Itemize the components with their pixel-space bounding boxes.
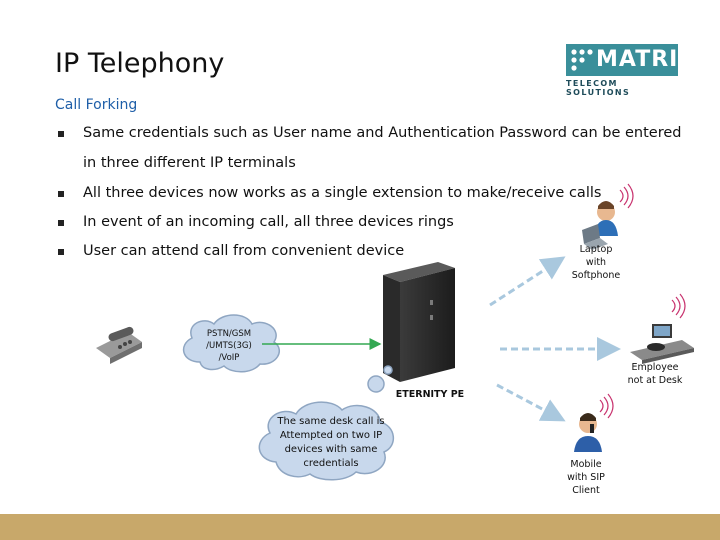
bullet-marker: [58, 191, 64, 197]
laptop-label: Laptop with Softphone: [566, 243, 626, 282]
laptop-label-line: Laptop: [579, 244, 613, 255]
bullet-4: User can attend call from convenient dev…: [83, 243, 405, 259]
bullet-1-line-2: in three different IP terminals: [83, 155, 296, 171]
mobile-label-line: with SIP: [567, 472, 605, 483]
footer-bar: [0, 514, 720, 540]
employee-desk-icon: [630, 324, 694, 364]
bullet-2: All three devices now works as a single …: [83, 185, 602, 201]
bullet-marker: [58, 220, 64, 226]
note-label-line: credentials: [303, 458, 359, 469]
arrow-to-mobile: [496, 383, 566, 422]
logo-tagline: TELECOM SOLUTIONS: [566, 79, 631, 97]
employee-label-line: Employee: [631, 362, 679, 373]
bullet-1-line-1: Same credentials such as User name and A…: [83, 125, 682, 141]
note-label-line: The same desk call is: [277, 416, 385, 427]
matrix-logo: MATRIX TELECOM SOLUTIONS: [566, 44, 695, 97]
laptop-user-icon: [582, 201, 618, 250]
mobile-label: Mobile with SIP Client: [556, 458, 616, 497]
note-cloud-label: The same desk call is Attempted on two I…: [276, 415, 386, 471]
bullet-marker: [58, 131, 64, 137]
arrow-to-laptop: [489, 256, 566, 307]
eternity-server: [383, 262, 455, 382]
note-label-line: Attempted on two IP: [279, 430, 383, 441]
network-label-line: /UMTS(3G): [206, 341, 252, 351]
logo-dots-icon: [571, 49, 593, 71]
note-cloud: [258, 365, 394, 481]
page-subtitle: Call Forking: [55, 97, 138, 113]
network-cloud-label: PSTN/GSM /UMTS(3G) /VoIP: [196, 328, 262, 364]
mobile-label-line: Client: [572, 485, 600, 496]
mobile-label-line: Mobile: [570, 459, 602, 470]
page-title: IP Telephony: [55, 48, 225, 79]
bullet-marker: [58, 249, 64, 255]
logo-box: MATRIX: [566, 44, 695, 76]
desk-phone-icon: [96, 326, 142, 364]
bullet-3: In event of an incoming call, all three …: [83, 214, 454, 230]
logo-wordmark: MATRIX: [596, 47, 697, 72]
signal-waves-icon: [599, 183, 686, 419]
server-label: ETERNITY PE: [395, 389, 465, 400]
employee-label: Employee not at Desk: [622, 361, 688, 387]
laptop-label-line: with: [585, 257, 607, 268]
note-label-line: devices with same: [284, 444, 378, 455]
laptop-label-line: Softphone: [571, 270, 621, 281]
mobile-user-icon: [574, 413, 602, 452]
network-cloud: [182, 314, 280, 373]
employee-label-line: not at Desk: [627, 375, 683, 386]
network-label-line: /VoIP: [218, 353, 240, 363]
network-label-line: PSTN/GSM: [206, 329, 252, 339]
